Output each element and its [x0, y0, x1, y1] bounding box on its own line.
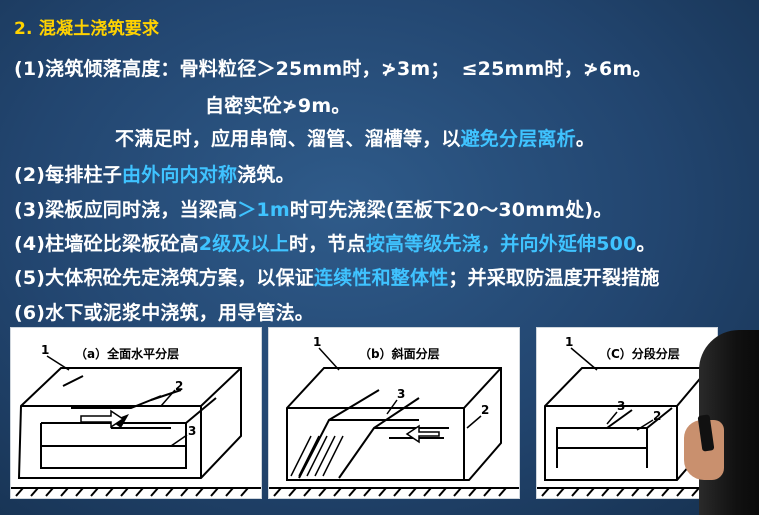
- page-title: 2. 混凝土浇筑要求: [14, 19, 160, 39]
- figure-c-label-3: 3: [617, 399, 625, 413]
- item-2-post: 浇筑。: [237, 164, 295, 186]
- figure-c-label-2: 2: [653, 409, 661, 423]
- item-4-highlight-2: 按高等级先浇，并向外延伸500: [365, 233, 637, 255]
- figure-b-panel: 1 2 3 （b）斜面分层: [268, 327, 520, 499]
- figure-a-diagram: 1 2 3 （a）全面水平分层: [11, 343, 261, 497]
- item-5: (5)大体积砼先定浇筑方案，以保证连续性和整体性；并采取防温度开裂措施: [14, 263, 759, 290]
- item-4-post: 。: [636, 233, 656, 255]
- item-3-highlight: ＞1m: [237, 199, 290, 221]
- figure-b-caption: （b）斜面分层: [359, 346, 440, 361]
- figure-a-label-3: 3: [188, 424, 196, 438]
- figure-c-caption: （C）分段分层: [599, 346, 680, 361]
- figure-a-label-1: 1: [41, 343, 49, 357]
- item-2-highlight: 由外向内对称: [122, 164, 238, 186]
- figure-b-label-3: 3: [397, 387, 405, 401]
- item-1-line3-pre: 不满足时，应用串筒、溜管、溜槽等，以: [115, 128, 461, 150]
- item-1: (1)浇筑倾落高度：骨料粒径＞25mm时，≯3m； ≤25mm时，≯6m。: [14, 54, 652, 81]
- item-2-pre: (2)每排柱子: [14, 164, 122, 186]
- figure-c-label-1: 1: [565, 335, 573, 349]
- figure-b-label-2: 2: [481, 403, 489, 417]
- item-4-highlight-1: 2级及以上: [198, 233, 290, 255]
- figure-c-diagram: 1 2 3 （C）分段分层: [537, 335, 717, 497]
- figure-b-label-1: 1: [313, 335, 321, 349]
- item-3-pre: (3)梁板应同时浇，当梁高: [14, 199, 238, 221]
- figure-a-panel: 1 2 3 （a）全面水平分层: [10, 327, 262, 499]
- item-3-post: 时可先浇梁(至板下20～30mm处)。: [289, 199, 613, 221]
- item-1-line3-post: 。: [575, 128, 596, 150]
- item-5-highlight: 连续性和整体性: [314, 267, 449, 289]
- item-1-line2: 自密实砼≯9m。: [205, 95, 351, 117]
- figure-a-caption: （a）全面水平分层: [75, 346, 179, 361]
- item-5-pre: (5)大体积砼先定浇筑方案，以保证: [14, 267, 314, 289]
- item-1-part2: ≤25mm时，≯6m。: [461, 58, 652, 80]
- item-1-line3: 不满足时，应用串筒、溜管、溜槽等，以避免分层离析。: [115, 124, 595, 151]
- item-4: (4)柱墙砼比梁板砼高2级及以上时，节点按高等级先浇，并向外延伸500。: [14, 229, 656, 256]
- item-5-post: ；并采取防温度开裂措施: [448, 267, 660, 289]
- item-4-pre: (4)柱墙砼比梁板砼高: [14, 233, 199, 255]
- item-6: (6)水下或泥浆中浇筑，用导管法。: [14, 302, 314, 324]
- item-1-line3-highlight: 避免分层离析: [460, 128, 576, 150]
- item-4-mid: 时，节点: [289, 233, 366, 255]
- item-3: (3)梁板应同时浇，当梁高＞1m时可先浇梁(至板下20～30mm处)。: [14, 195, 612, 222]
- figure-b-diagram: 1 2 3 （b）斜面分层: [269, 335, 519, 497]
- item-2: (2)每排柱子由外向内对称浇筑。: [14, 160, 295, 187]
- item-1-label: (1)浇筑倾落高度：骨料粒径＞25mm时，≯3m；: [14, 58, 450, 80]
- figure-a-label-2: 2: [175, 379, 183, 393]
